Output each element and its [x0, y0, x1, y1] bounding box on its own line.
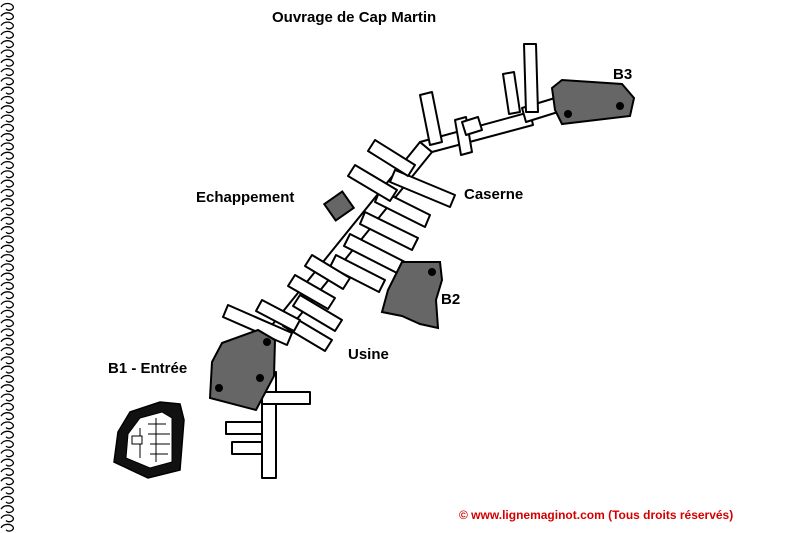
left-gallery-4 — [287, 274, 336, 310]
b1-turret-1 — [263, 338, 271, 346]
usine-gallery-1 — [292, 294, 343, 332]
west-upper-spur — [419, 91, 443, 146]
label-b2: B2 — [441, 291, 461, 308]
echappement-block — [322, 190, 356, 222]
lower-spur-1 — [225, 421, 263, 435]
b1-turret-3 — [215, 384, 223, 392]
lower-gallery-top — [261, 391, 311, 405]
entrance-block-drawing — [113, 401, 185, 479]
diagram-title: Ouvrage de Cap Martin — [272, 9, 437, 26]
upper-box — [461, 116, 483, 136]
left-gallery-2 — [347, 164, 398, 202]
copyright-notice: © www.lignemaginot.com (Tous droits rése… — [459, 508, 734, 522]
label-caserne: Caserne — [464, 186, 524, 203]
left-gallery-3 — [304, 254, 351, 290]
gallery-network — [222, 43, 559, 479]
caserne-gallery-5 — [329, 254, 386, 293]
left-gallery-1 — [367, 139, 416, 177]
north-spur-2 — [502, 71, 521, 115]
label-echappement: Echappement — [196, 189, 295, 206]
upper-stub — [454, 116, 473, 156]
label-usine: Usine — [348, 346, 389, 363]
west-spur-2 — [255, 299, 301, 332]
caserne-gallery-1 — [389, 169, 456, 208]
label-b1-entree: B1 - Entrée — [108, 360, 188, 377]
b2-block — [380, 261, 444, 330]
label-b3: B3 — [613, 66, 633, 83]
b2-turret — [428, 268, 436, 276]
b1-block — [208, 328, 277, 412]
b3-block — [550, 78, 636, 126]
caserne-gallery-3 — [359, 211, 419, 251]
b1-turret-2 — [256, 374, 264, 382]
b3-turret — [564, 110, 572, 118]
spiral-binding — [0, 2, 15, 532]
lower-spur-2 — [231, 441, 263, 455]
west-spur-1 — [222, 304, 293, 346]
north-spur — [523, 43, 539, 113]
b3-turret-2 — [616, 102, 624, 110]
